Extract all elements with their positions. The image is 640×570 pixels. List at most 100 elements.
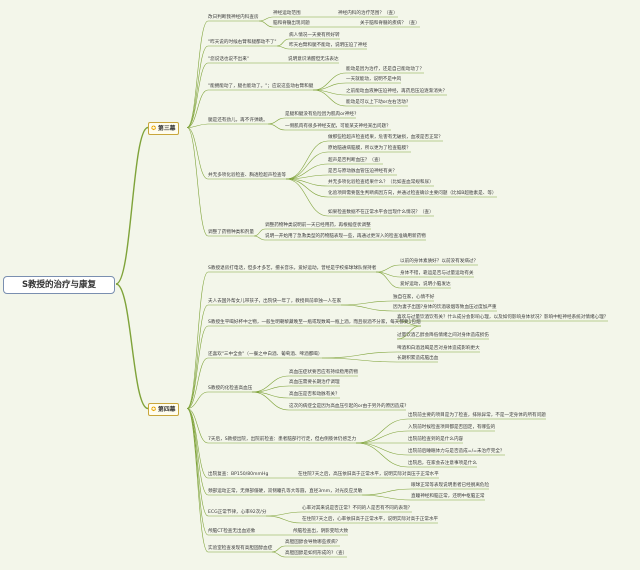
connector-53 — [186, 408, 209, 479]
connector-25 — [285, 178, 329, 217]
subtopic-4[interactable]: 关于脑和脊髓的疾病？（查） — [360, 21, 420, 26]
connector-27 — [253, 228, 266, 237]
topic-speech-loss[interactable]: "您说话也说不出来" — [208, 57, 249, 62]
subtopic-22[interactable]: 是否与原动脉血管压迫神经有关？ — [328, 169, 397, 174]
connector-35 — [340, 304, 394, 312]
subtopic-49[interactable]: 入院前时候检查项目都是否固定，有哪些的 — [408, 425, 496, 430]
topic-leg-strength[interactable]: 腿是还有劲儿，再不许弹跳。 — [208, 118, 268, 123]
topic-medication-adjust[interactable]: 调整了药物种类和剂量 — [208, 230, 254, 235]
connector-12 — [312, 82, 347, 91]
subtopic-32[interactable]: 爱好运动，说明小脑发达 — [400, 282, 451, 287]
subtopic-9[interactable]: 说明意识清醒但无法表达 — [288, 57, 339, 62]
subtopic-1[interactable]: 神经运动范围 — [273, 11, 301, 16]
subtopic-51[interactable]: 出院前后睡眠体力与是否造成=/=未治疗完全？ — [408, 449, 505, 454]
topic-patient-profile[interactable]: S教授退房打电话，但多才多艺，擅长音乐，爱好运动，曾经是学校排球球队保持者 — [208, 266, 377, 271]
connector-24 — [285, 178, 329, 198]
subtopic-35[interactable]: 因为妻子出国?身体的饮酒吸烟等致血压过度加严重 — [393, 305, 497, 310]
subtopic-34[interactable]: 独自在家，心情不好 — [393, 295, 435, 300]
connector-34 — [340, 300, 394, 306]
topic-limb-movement[interactable]: "能拥能动了，腿也能动了。"；应说这些动右臂和腿 — [208, 84, 314, 89]
subtopic-54[interactable]: 在住院7天之后，高压依旧高于正常水平，说明实际对高压于正常水平 — [298, 472, 439, 477]
subtopic-40[interactable]: 啤酒和白酒混喝是否对身体造成影响更大 — [397, 346, 480, 351]
subtopic-59[interactable]: 心率对其来说是否正常？不同的人是否有不同的表现？ — [302, 506, 413, 511]
subtopic-43[interactable]: 高血压症状要否应有持续稳用药物 — [289, 370, 358, 375]
connector-46 — [251, 391, 290, 411]
root-topic[interactable]: S教授的治疗与康复 — [3, 276, 115, 294]
connector-36 — [186, 325, 209, 409]
subtopic-38[interactable]: 过量饮酒乙醇会降低情绪之间对身体造成损伤 — [397, 333, 489, 338]
connector-42 — [186, 391, 209, 409]
connector-38 — [396, 325, 422, 340]
subtopic-16[interactable]: 是腿和腿没有危险因为肌肉or神经? — [285, 112, 357, 117]
branch-act-four[interactable]: ✪第四幕 — [148, 403, 180, 416]
subtopic-13[interactable]: 之前能动血液肿压迫神经，再药后压迫逐渐消失？ — [346, 89, 448, 94]
topic-brain-ct[interactable]: 颅脑CT检查无出血迹象 — [208, 529, 256, 534]
subtopic-65[interactable]: 高胆固醇是如何形成的?（查） — [285, 551, 348, 556]
connector-26 — [186, 127, 209, 237]
subtopic-2[interactable]: 神经内科的治疗范围？（查） — [338, 11, 398, 16]
connector-63 — [186, 408, 209, 553]
subtopic-23[interactable]: 并无多项化验检查结果什么？（比如查血常规和尿） — [328, 180, 434, 185]
subtopic-50[interactable]: 出院前检查到的是什么内容 — [408, 437, 464, 442]
connector-18 — [186, 127, 209, 180]
connector-57 — [361, 494, 412, 501]
subtopic-31[interactable]: 身体不错，靠运是否与过量运动有关 — [400, 271, 474, 276]
subtopic-7[interactable]: 昨天右臂和腿不能动，说明压迫了神经 — [289, 43, 368, 48]
topic-wife-abroad[interactable]: 夫人去国外帮女儿带孩子，出院快一年了，教授目前单独一人在家 — [208, 299, 342, 304]
subtopic-21[interactable]: 超声是否判断血压？（查） — [328, 158, 384, 163]
subtopic-24[interactable]: 化验项目需要医生判断病因方向，并通过检查确诊主要问题（比如B超胎素是、等） — [328, 191, 497, 196]
star-icon: ✪ — [151, 125, 157, 132]
subtopic-52[interactable]: 出院后，在家会去注意事项是什么 — [408, 461, 477, 466]
subtopic-30[interactable]: 以前的身体素质好？以前没有发病过？ — [400, 259, 479, 264]
connector-48 — [355, 418, 409, 444]
subtopic-11[interactable]: 能动是因为治疗，还是自己能动动了？ — [346, 67, 425, 72]
connector-21 — [285, 163, 329, 180]
subtopic-3[interactable]: 脑和脊髓出现问题 — [273, 21, 310, 26]
topic-hypertension[interactable]: S教授的化检查高血压 — [208, 386, 253, 391]
subtopic-27[interactable]: 调整药物种类说明前一天已经用药，再根据症状调整 — [265, 223, 371, 228]
subtopic-57[interactable]: 直瞳神经和脑正常，还明中枢脑正常 — [411, 494, 485, 499]
connector-29 — [186, 271, 209, 409]
topic-mixed-drinking[interactable]: 还喜欢"三中全会"（一餐之中白酒、葡萄酒、啤酒都喝） — [208, 352, 323, 357]
connector-root-act-three — [115, 126, 149, 285]
subtopic-19[interactable]: 做那些检超声检查结果，危害有无破损，血液是否正常？ — [328, 135, 443, 140]
connector-14 — [312, 89, 347, 107]
subtopic-45[interactable]: 高血压是否和动脉有关？ — [289, 392, 340, 397]
subtopic-46[interactable]: 这次的病症全是因为高血压引起的or由于另外的原因造成? — [289, 404, 407, 409]
connector-33 — [186, 304, 209, 409]
subtopic-14[interactable]: 能动是可以上下动or左右活动? — [346, 100, 409, 105]
topic-discharge[interactable]: 7天后，S教授出院，出院前检查：患者脑部行行走，但右侧肢体仍感乏力 — [208, 437, 357, 442]
connector-37 — [396, 320, 422, 327]
subtopic-20[interactable]: 原始脑通病脑膜，所以更为了检查脑膜？ — [328, 146, 411, 151]
subtopic-25[interactable]: 如果检查数据不在正常水平会出现什么情况？（查） — [328, 210, 434, 215]
connector-56 — [361, 488, 412, 496]
connector-5 — [186, 45, 209, 128]
branch-act-three[interactable]: ✪第三幕 — [148, 122, 180, 135]
subtopic-60[interactable]: 在住院7天之后，心率依旧高于正常水平，说明实际对高于正常水平 — [302, 517, 439, 522]
subtopic-37[interactable]: 喜欢与过量饮酒饮有关？什么成分会影响心理，以及如何影响身体状况？影响中枢神经系统… — [397, 315, 609, 320]
topic-arm-leg-paralysis[interactable]: "昨天说的时候右臂和腿都动不了" — [208, 40, 277, 45]
subtopic-48[interactable]: 出院前主要的项目是为了检查，排除异常，不是一定身体的所有问题 — [408, 413, 546, 418]
star-icon: ✪ — [151, 406, 157, 413]
connector-51 — [355, 442, 409, 456]
topic-bp-recheck[interactable]: 出院复查：BP150/80mmHg — [208, 472, 269, 477]
subtopic-6[interactable]: 病人情况一天要有所好转 — [289, 33, 340, 38]
topic-drinking-smoking[interactable]: S教授生平喝好杯中之物，一般生明朝黎藏晚至一瓶或现数喝一瓶上酒，而且很酒不分家，… — [208, 320, 421, 325]
subtopic-41[interactable]: 长期积累造成脑出血 — [397, 356, 439, 361]
topic-cholesterol[interactable]: 实验室检查发现有高胆固醇血症 — [208, 546, 273, 551]
subtopic-28[interactable]: 说明一开始用了急救类型的药物脑表现一些，再通过更深入的检查准确用新药物 — [265, 234, 426, 239]
subtopic-62[interactable]: 颅脑检查出，阴影变暗大致 — [293, 529, 349, 534]
topic-ecg[interactable]: ECG正常节律，心率92次/分 — [208, 510, 267, 515]
subtopic-44[interactable]: 高血压需要长期治疗调理 — [289, 380, 340, 385]
connector-61 — [186, 408, 209, 536]
subtopic-17[interactable]: 一侧肌肉有很多神经支配，可能某支神经某出问题？ — [285, 124, 391, 129]
topic-lab-tests[interactable]: 并无多项化验检查、胸透检超声检查等 — [208, 173, 287, 178]
subtopic-56[interactable]: 眼球正常等表现说明患者已经脱离危险 — [411, 483, 490, 488]
topic-ward-round[interactable]: 改日判断我神经内科查房 — [208, 15, 259, 20]
connector-1 — [258, 16, 274, 22]
connector-41 — [321, 357, 398, 363]
topic-neck-pupils[interactable]: 颈部运动正常，无颈部僵硬，双侧瞳孔等大等圆，直径3mm，对光反应灵敏 — [208, 489, 363, 494]
subtopic-64[interactable]: 高胆固醇会导致哪些疾病？ — [285, 540, 341, 545]
subtopic-12[interactable]: 一天就能动，说明不是中风 — [346, 77, 402, 82]
connector-60 — [265, 515, 303, 524]
